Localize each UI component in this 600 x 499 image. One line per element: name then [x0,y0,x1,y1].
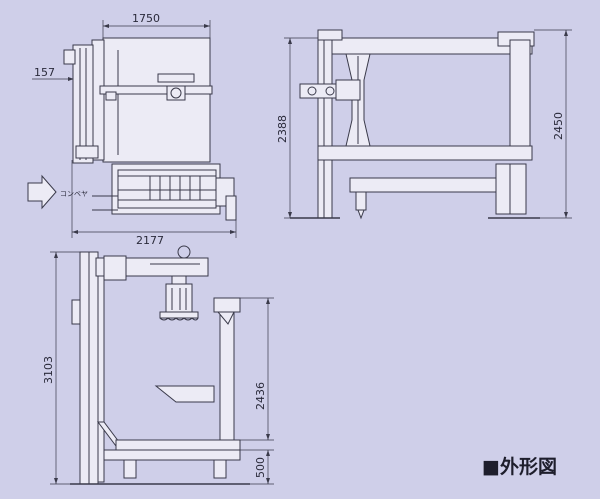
dim-low-label: 500 [254,457,267,478]
dim-mid-label: 2436 [254,382,267,410]
front-view: 3103 2436 500 [42,245,274,485]
dim-total-label: 2177 [136,234,164,247]
drawing-title: ■外形図 [482,456,557,478]
side-view: 2388 2450 [276,29,572,220]
inlet-arrow-icon [27,174,57,210]
dim-width-label: 1750 [132,12,160,25]
top-view: 1750 157 [27,12,237,247]
inlet-label: コンベヤ [60,190,88,198]
dim-height-label: 2388 [276,115,289,143]
dim-offset-label: 157 [34,66,55,79]
dim-outer-label: 2450 [552,112,565,140]
dim-front-height-label: 3103 [42,356,55,384]
